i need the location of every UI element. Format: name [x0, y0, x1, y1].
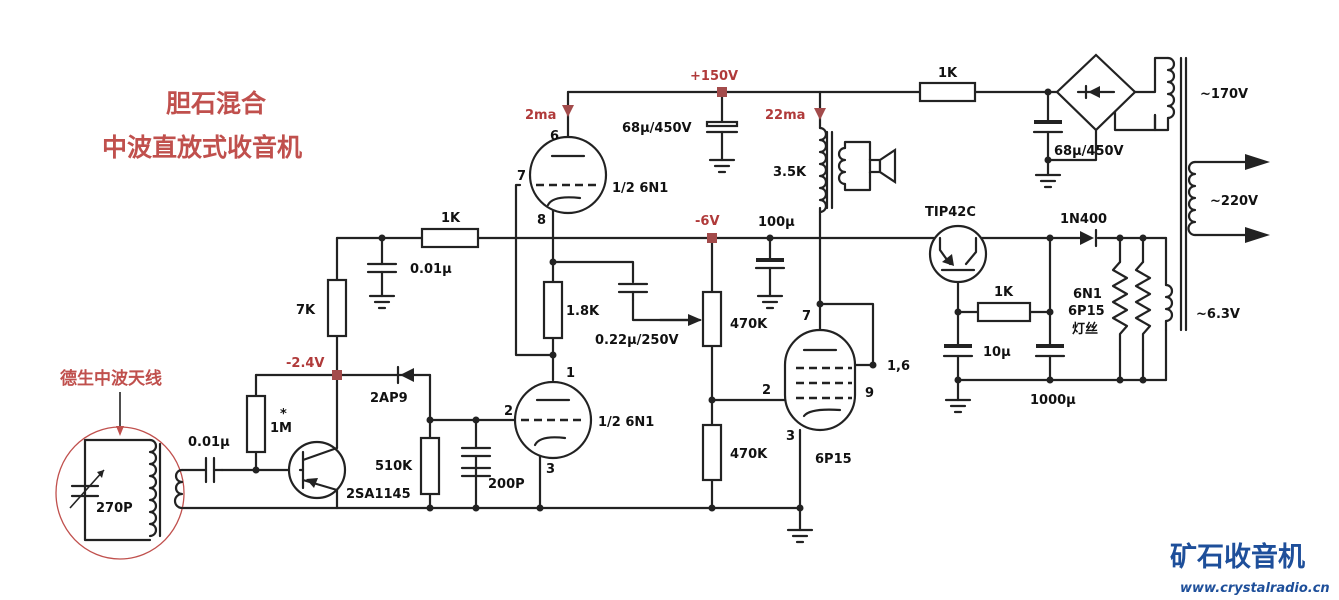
label-c-in: 0.01μ [188, 435, 230, 450]
label-c-grid: 200P [488, 477, 525, 492]
resistor-7k [326, 278, 348, 338]
resistor-1k-psu [918, 81, 977, 103]
transistor-2sa1145 [287, 440, 347, 500]
label-tap-hv: ~170V [1200, 87, 1248, 102]
resistor-1k-bias [420, 227, 480, 249]
label-c-bplus: 68μ/450V [622, 121, 692, 136]
label-pot: 470K [730, 317, 768, 332]
brand-name: 矿石收音机 [1170, 541, 1305, 573]
label-tap-fil: ~6.3V [1196, 307, 1240, 322]
label-v2-pin-cathode: 3 [546, 462, 555, 477]
label-bias-voltage: -6V [695, 214, 720, 229]
label-r-ground: 470K [730, 447, 768, 462]
label-regulator: TIP42C [925, 205, 976, 220]
label-v3-pin-cathode: 3 [786, 429, 795, 444]
label-r-grid: 510K [375, 459, 413, 474]
label-tube-v3: 6P15 [815, 452, 852, 467]
label-transformer: 3.5K [773, 165, 807, 180]
title-line2: 中波直放式收音机 [102, 133, 302, 162]
label-r-ps: 1K [938, 66, 958, 81]
pot-wiper-arrow [688, 314, 702, 326]
label-v3-pin-g1: 2 [762, 383, 771, 398]
label-r-bias: 1M [270, 421, 292, 436]
resistor-1-8k [542, 280, 564, 340]
bridge-rectifier [1055, 53, 1137, 132]
label-v3-pin-plate: 7 [802, 309, 811, 324]
transistor-tip42c [928, 224, 988, 284]
label-v2-pin-grid: 2 [504, 404, 513, 419]
filament-loads [1111, 260, 1152, 352]
label-c-fil: 1000μ [1030, 393, 1076, 408]
brand-url: www.crystalradio.cn [1180, 581, 1330, 596]
label-c-reg: 10μ [983, 345, 1011, 360]
label-transistor: 2SA1145 [346, 487, 411, 502]
label-v3-pin-g2: 1,6 [887, 359, 910, 374]
label-v3-pin-g3: 9 [865, 386, 874, 401]
label-tap-mains: ~220V [1210, 194, 1258, 209]
tube-v2 [513, 380, 593, 460]
label-r-dec: 1K [441, 211, 461, 226]
label-base-voltage: -2.4V [286, 356, 325, 371]
label-v1-current: 2ma [525, 108, 556, 123]
resistor-470k [701, 423, 723, 482]
label-filament-3: 灯丝 [1072, 321, 1098, 337]
resistor-1m [245, 394, 267, 454]
label-diode: 2AP9 [370, 391, 408, 406]
label-v1-pin-cathode: 8 [537, 213, 546, 228]
label-v1-pin-plate: 6 [550, 129, 559, 144]
label-c-bias: 100μ [758, 215, 795, 230]
tube-v3 [783, 328, 857, 432]
label-r-reg: 1K [994, 285, 1014, 300]
label-c-couple: 0.22μ/250V [595, 333, 679, 348]
label-v3-current: 22ma [765, 108, 805, 123]
label-antenna: 德生中波天线 [60, 368, 162, 389]
label-c-ps: 68μ/450V [1054, 144, 1124, 159]
potentiometer-470k [701, 290, 723, 348]
resistor-510k [419, 436, 441, 496]
label-filament-1: 6N1 [1073, 287, 1102, 302]
junction-dots [252, 87, 1147, 512]
label-r-bias-mark: * [280, 407, 287, 422]
label-r-plate: 1.8K [566, 304, 600, 319]
title-line1: 胆石混合 [166, 89, 267, 118]
mains-arrows [1245, 154, 1270, 243]
label-tube-v1: 1/2 6N1 [612, 181, 668, 196]
output-transformer [818, 126, 897, 214]
ground-symbols [368, 158, 1062, 544]
label-b-plus: +150V [690, 69, 738, 84]
resistor-1k-reg [976, 301, 1032, 323]
label-rectifier: 1N400 [1060, 212, 1107, 227]
tube-v1 [528, 135, 608, 215]
power-transformer [1153, 56, 1197, 332]
label-v2-pin-plate: 1 [566, 366, 575, 381]
label-r-collector: 7K [296, 303, 316, 318]
label-v1-pin-grid: 7 [517, 169, 526, 184]
capacitors [204, 120, 1066, 484]
label-c-dec: 0.01μ [410, 262, 452, 277]
diodes [396, 228, 1098, 385]
label-filament-2: 6P15 [1068, 304, 1105, 319]
label-tube-v2: 1/2 6N1 [598, 415, 654, 430]
label-antenna-capacitor: 270P [96, 501, 133, 516]
antenna-coil [55, 392, 185, 560]
resistors [245, 81, 1032, 496]
